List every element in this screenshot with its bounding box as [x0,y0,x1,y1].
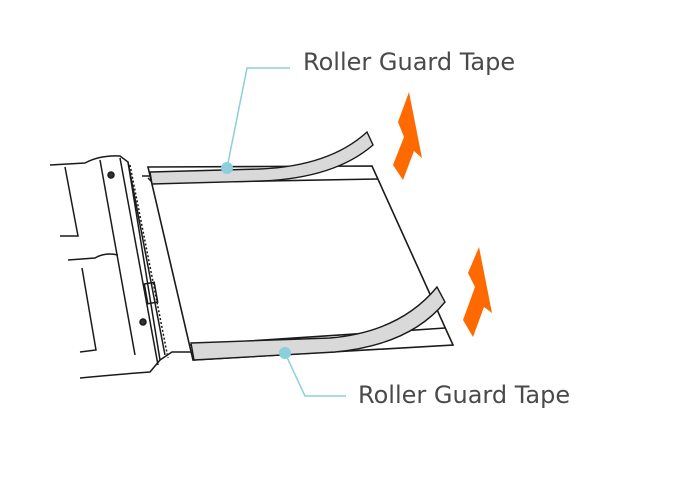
leader-lines [226,67,346,397]
peel-up-arrow-icon [463,247,492,337]
top-tape-callout-dot [221,162,233,174]
bottom-tape-callout-dot [279,347,291,359]
peel-up-arrow-icon [393,92,422,180]
top-tape-label: Roller Guard Tape [303,48,516,76]
top-roller-guard-tape [149,130,374,185]
bottom-roller-guard-tape [190,285,446,361]
device-body [49,155,192,379]
bottom-tape-label: Roller Guard Tape [358,381,571,409]
